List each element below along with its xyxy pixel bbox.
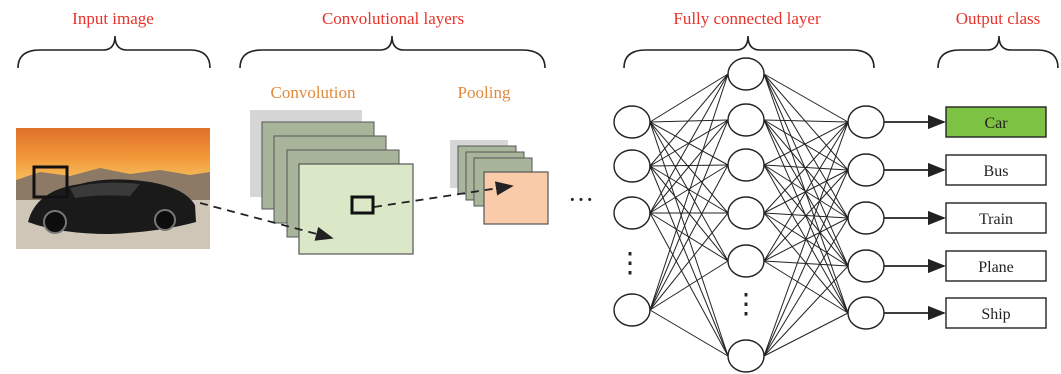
input-neuron xyxy=(613,149,651,183)
input-car-image xyxy=(16,128,210,249)
fc-connection xyxy=(649,73,729,214)
vertical-ellipsis-input: ⋮ xyxy=(616,248,644,279)
fc-connection xyxy=(649,121,729,357)
fc-connection xyxy=(763,121,849,166)
fc-connection xyxy=(763,119,849,123)
fc-connection xyxy=(763,312,849,357)
output-neuron xyxy=(847,201,885,235)
fc-connection xyxy=(763,217,849,357)
pooled-feature-map xyxy=(483,171,549,225)
output-class-label-bus: Bus xyxy=(984,163,1009,180)
hidden-neuron xyxy=(727,196,765,230)
brace-input xyxy=(17,35,211,69)
fc-connection xyxy=(763,73,849,171)
header-fully-connected-layer: Fully connected layer xyxy=(673,9,821,28)
output-neuron xyxy=(847,296,885,330)
label-pooling: Pooling xyxy=(458,83,511,102)
brace-output xyxy=(937,35,1059,69)
input-neuron xyxy=(613,196,651,230)
receptive-field-box xyxy=(32,165,69,199)
header-output-class: Output class xyxy=(956,9,1041,28)
fc-connection xyxy=(649,164,729,214)
fc-connection xyxy=(649,164,729,311)
header-convolutional-layers: Convolutional layers xyxy=(322,9,464,28)
label-convolution: Convolution xyxy=(270,83,356,102)
vertical-ellipsis-hidden: ⋮ xyxy=(732,289,760,320)
pooling-stack xyxy=(450,140,549,225)
output-class-label-train: Train xyxy=(979,211,1013,228)
fc-connection xyxy=(649,119,729,123)
fc-connection xyxy=(649,119,729,214)
fc-connection xyxy=(763,73,849,267)
fc-connection xyxy=(763,119,849,171)
hidden-neuron xyxy=(727,148,765,182)
dashed-arrow-input-to-conv xyxy=(199,202,334,241)
hidden-neuron xyxy=(727,103,765,137)
fc-connection xyxy=(649,73,729,167)
dashed-arrow-conv-to-pool xyxy=(373,181,514,208)
output-neuron xyxy=(847,249,885,283)
hidden-neuron xyxy=(727,57,765,91)
fc-connection xyxy=(649,212,729,357)
conv-kernel-box xyxy=(350,195,375,215)
fc-connection xyxy=(649,73,729,311)
fc-connection xyxy=(763,121,849,262)
output-class-box-plane xyxy=(945,250,1047,282)
output-neuron xyxy=(847,105,885,139)
fc-connection xyxy=(649,309,729,357)
fc-connection xyxy=(763,121,849,357)
conv-feature-map xyxy=(298,163,414,255)
fc-connection xyxy=(649,121,729,214)
fc-connection xyxy=(763,119,849,314)
output-class-label-ship: Ship xyxy=(981,306,1010,323)
hidden-neuron xyxy=(727,339,765,373)
output-class-box-car xyxy=(945,106,1047,138)
output-class-label-car: Car xyxy=(984,115,1008,132)
fc-edges xyxy=(649,73,849,357)
output-neuron xyxy=(847,153,885,187)
brace-conv xyxy=(239,35,546,69)
header-input-image: Input image xyxy=(72,9,154,28)
brace-fc xyxy=(623,35,875,69)
hidden-neuron xyxy=(727,244,765,278)
output-class-box-bus xyxy=(945,154,1047,186)
fc-connection xyxy=(763,169,849,357)
fc-connection xyxy=(763,265,849,357)
fc-connection xyxy=(763,73,849,219)
fc-connection xyxy=(763,121,849,214)
fc-nodes xyxy=(613,57,885,373)
fc-connection xyxy=(763,73,849,123)
fc-connection xyxy=(649,119,729,311)
fc-connection xyxy=(649,212,729,311)
fc-connection xyxy=(649,164,729,167)
input-neuron xyxy=(613,293,651,327)
convolution-stack xyxy=(250,110,414,255)
fc-connection xyxy=(649,73,729,123)
output-class-label-plane: Plane xyxy=(978,259,1014,276)
output-class-box-ship xyxy=(945,297,1047,329)
input-neuron xyxy=(613,105,651,139)
fc-connection xyxy=(763,169,849,262)
fc-connection xyxy=(649,260,729,311)
horizontal-ellipsis: ··· xyxy=(568,185,594,214)
output-class-box-train xyxy=(945,202,1047,234)
